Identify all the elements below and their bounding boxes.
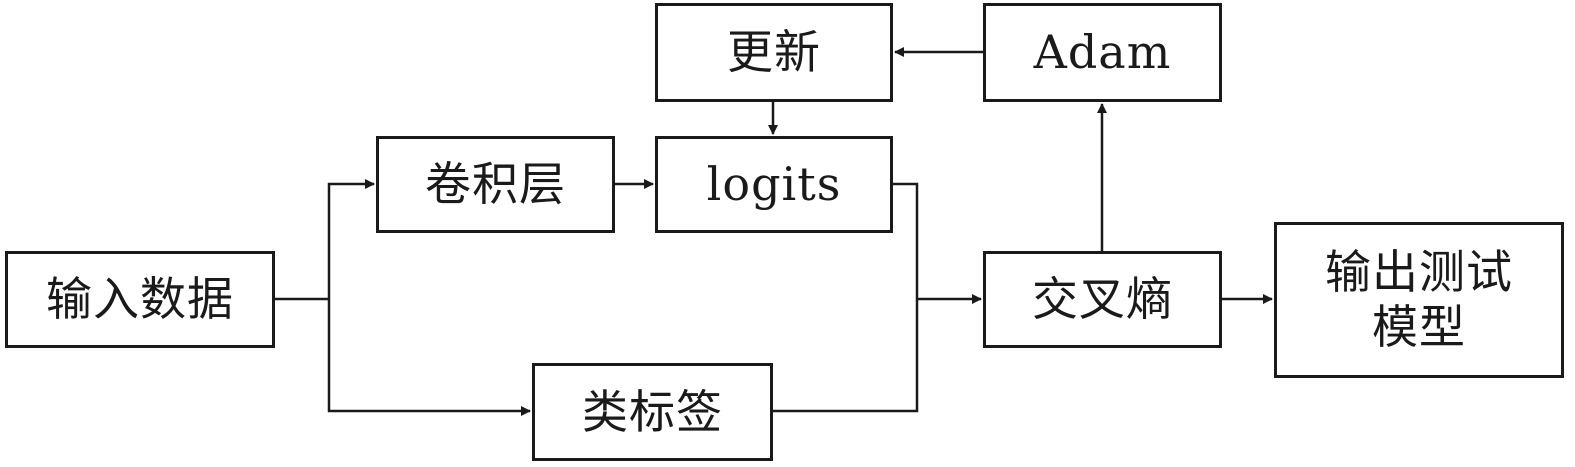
- node-conv-layer-label: 卷积层: [425, 157, 566, 212]
- node-update-label: 更新: [727, 25, 821, 80]
- node-class-label: 类标签: [532, 363, 773, 461]
- edge-input-to-conv: [327, 179, 375, 299]
- edge-logits-to-merge: [893, 182, 919, 299]
- edge-label-to-merge: [773, 299, 919, 413]
- node-output-test-model: 输出测试模型: [1274, 222, 1564, 378]
- node-input-data: 输入数据: [5, 251, 275, 348]
- node-logits-label: logits: [706, 157, 842, 212]
- node-input-data-label: 输入数据: [46, 272, 234, 327]
- node-cross-entropy: 交叉熵: [983, 251, 1222, 348]
- node-adam: Adam: [983, 3, 1222, 102]
- node-update: 更新: [655, 3, 893, 102]
- node-class-label-text: 类标签: [582, 384, 723, 439]
- node-adam-label: Adam: [1033, 25, 1172, 80]
- node-cross-entropy-label: 交叉熵: [1032, 272, 1173, 327]
- node-conv-layer: 卷积层: [376, 136, 615, 233]
- edge-input-to-label: [327, 299, 531, 416]
- node-logits: logits: [655, 136, 893, 233]
- node-output-test-model-label: 输出测试模型: [1325, 244, 1513, 354]
